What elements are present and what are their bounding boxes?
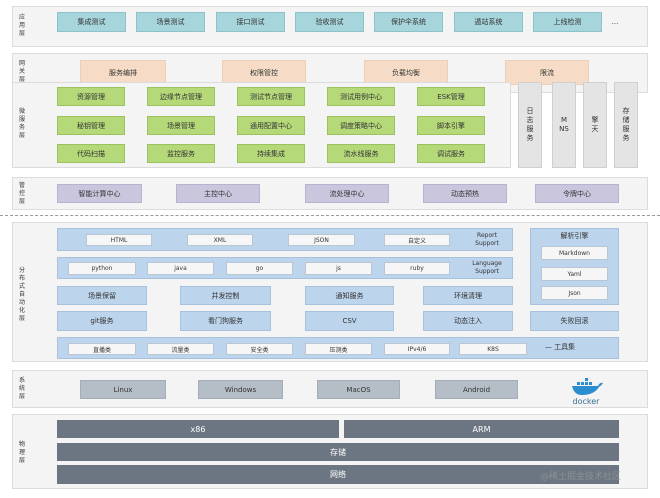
app-item[interactable]: 保护伞系统	[374, 12, 443, 32]
auto-item[interactable]: 场景保留	[57, 286, 147, 305]
micro-item[interactable]: 秘钥管理	[57, 116, 125, 135]
tools-label: — 工具集	[544, 343, 576, 351]
tool-item[interactable]: 压测类	[305, 343, 372, 355]
docker-logo: docker	[566, 376, 606, 406]
control-item[interactable]: 流处理中心	[305, 184, 389, 203]
auto-item[interactable]: 环境清理	[423, 286, 513, 305]
tool-item[interactable]: 直播类	[68, 343, 136, 355]
physical-layer-label: 物理层	[18, 441, 25, 464]
auto-item[interactable]: CSV	[305, 311, 394, 331]
os-item[interactable]: Android	[435, 380, 518, 399]
micro-item[interactable]: 测试用例中心	[327, 87, 395, 106]
auto-item[interactable]: 通知服务	[305, 286, 394, 305]
control-item[interactable]: 动态预热	[423, 184, 507, 203]
gateway-item[interactable]: 限流	[505, 60, 589, 85]
language-item[interactable]: js	[305, 262, 372, 275]
parser-item[interactable]: Yaml	[541, 267, 608, 281]
micro-item[interactable]: 代码扫描	[57, 144, 125, 163]
physical-item-arm[interactable]: ARM	[344, 420, 619, 438]
tool-item[interactable]: 流量类	[147, 343, 214, 355]
control-layer-label: 管控层	[18, 182, 25, 205]
report-item[interactable]: XML	[187, 234, 253, 246]
parser-engine-title: 解析引擎	[560, 232, 589, 240]
report-item[interactable]: JSON	[288, 234, 355, 246]
app-layer-label: 应用层	[18, 14, 25, 37]
auto-layer-label: 分布式自动化层	[18, 267, 25, 322]
micro-item[interactable]: 测试节点管理	[237, 87, 305, 106]
language-item[interactable]: python	[68, 262, 136, 275]
micro-item[interactable]: ESK管理	[417, 87, 485, 106]
language-item[interactable]: java	[147, 262, 214, 275]
gateway-layer-label: 网关层	[18, 60, 25, 83]
os-item[interactable]: Linux	[80, 380, 166, 399]
report-item[interactable]: 自定义	[384, 234, 450, 246]
micro-layer-label: 微服务层	[18, 108, 25, 139]
tool-item[interactable]: K8S	[459, 343, 527, 355]
language-item[interactable]: go	[226, 262, 293, 275]
micro-item[interactable]: 资源管理	[57, 87, 125, 106]
app-item[interactable]: 场景测试	[136, 12, 205, 32]
tool-item[interactable]: 安全类	[226, 343, 293, 355]
parser-item[interactable]: Markdown	[541, 246, 608, 260]
system-layer-label: 系统层	[18, 377, 25, 400]
physical-item-x86[interactable]: x86	[57, 420, 339, 438]
divider-dashed	[0, 215, 660, 216]
app-item[interactable]: 接口测试	[216, 12, 285, 32]
micro-item[interactable]: 场景管理	[147, 116, 215, 135]
parser-item[interactable]: Json	[541, 286, 608, 300]
report-item[interactable]: HTML	[86, 234, 152, 246]
auto-item[interactable]: 动态注入	[423, 311, 513, 331]
physical-item-storage[interactable]: 存储	[57, 443, 619, 461]
micro-item[interactable]: 流水线服务	[327, 144, 395, 163]
control-item[interactable]: 主控中心	[176, 184, 260, 203]
docker-whale-icon	[572, 378, 603, 395]
auto-item[interactable]: 看门狗服务	[180, 311, 271, 331]
auto-item[interactable]: 失败回滚	[530, 311, 619, 331]
side-service-mns[interactable]: MNS	[552, 82, 576, 168]
physical-item-network[interactable]: 网络	[57, 465, 619, 484]
app-item[interactable]: 验收测试	[295, 12, 364, 32]
side-service-qingtian[interactable]: 擎天	[583, 82, 607, 168]
control-item[interactable]: 令牌中心	[535, 184, 619, 203]
micro-item[interactable]: 脚本引擎	[417, 116, 485, 135]
micro-item[interactable]: 通用配置中心	[237, 116, 305, 135]
gateway-item[interactable]: 权限管控	[222, 60, 306, 85]
watermark: @稀土掘金技术社区	[540, 472, 622, 482]
micro-item[interactable]: 边缘节点管理	[147, 87, 215, 106]
micro-item[interactable]: 调试服务	[417, 144, 485, 163]
language-support-label: Language Support	[472, 260, 502, 275]
os-item[interactable]: MacOS	[317, 380, 400, 399]
side-service-log[interactable]: 日志服务	[518, 82, 542, 168]
tool-item[interactable]: IPv4/6	[384, 343, 450, 355]
app-item[interactable]: 遁站系统	[454, 12, 523, 32]
app-item[interactable]: 集成测试	[57, 12, 126, 32]
micro-item[interactable]: 调度策略中心	[327, 116, 395, 135]
report-support-label: Report Support	[475, 232, 499, 247]
os-item[interactable]: Windows	[198, 380, 283, 399]
side-service-storage[interactable]: 存储服务	[614, 82, 638, 168]
micro-item[interactable]: 监控服务	[147, 144, 215, 163]
control-item[interactable]: 智能计算中心	[57, 184, 142, 203]
auto-item[interactable]: 并发控制	[180, 286, 271, 305]
auto-item[interactable]: git服务	[57, 311, 147, 331]
language-item[interactable]: ruby	[384, 262, 450, 275]
docker-wordmark: docker	[572, 397, 600, 406]
app-more: ...	[611, 18, 619, 26]
micro-item[interactable]: 持续集成	[237, 144, 305, 163]
app-item[interactable]: 上线检测	[533, 12, 602, 32]
